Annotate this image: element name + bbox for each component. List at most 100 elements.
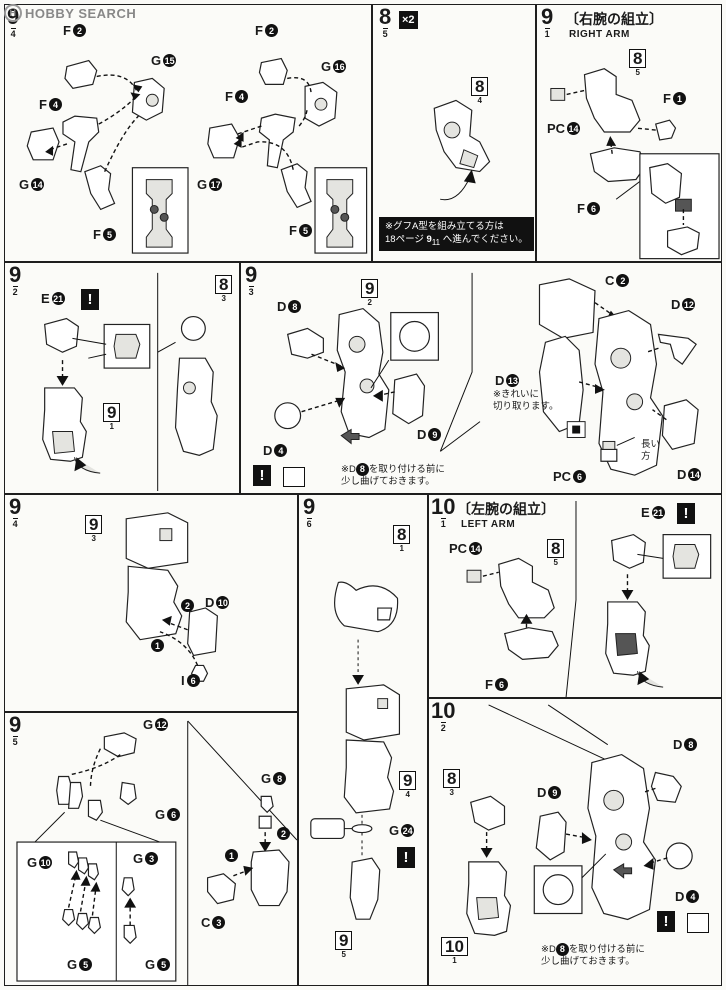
shoulder-assembly-diagram	[26, 57, 368, 254]
step-number: 9 6	[303, 494, 316, 529]
left-arm-diagram	[466, 500, 712, 697]
caution-mark: !	[81, 289, 99, 310]
hobby-search-logo-icon: H	[4, 4, 22, 22]
step-number: 8 5	[379, 4, 392, 39]
watermark: H HOBBY SEARCH	[4, 4, 136, 22]
forearm-armor-diagram	[274, 272, 699, 476]
caution-mark: !	[677, 503, 695, 524]
step-number: 10 1	[431, 494, 456, 529]
left-forearm-diagram	[466, 704, 693, 936]
right-arm-diagram	[550, 68, 720, 260]
step-number: 9 2	[9, 262, 22, 297]
elbow-assembly-diagram	[42, 272, 218, 492]
hand-assembly-diagram	[16, 720, 297, 985]
step-number: 9 1	[541, 4, 554, 39]
bend-icon	[283, 467, 305, 487]
elbow-cover-diagram	[125, 512, 218, 682]
caution-mark: !	[253, 465, 271, 486]
step-title: 〔右腕の組立〕	[565, 11, 663, 27]
step-title-en: RIGHT ARM	[569, 29, 630, 40]
step-title: 〔左腕の組立〕	[457, 501, 555, 517]
order-mark-2: 2	[181, 599, 194, 612]
order-mark-1: 1	[225, 849, 238, 862]
step-title-en: LEFT ARM	[461, 519, 516, 530]
quantity-badge: ×2	[399, 11, 418, 29]
step-number: 9 3	[245, 262, 258, 297]
long-side-note: 長い方	[641, 439, 661, 462]
order-mark-1: 1	[151, 639, 164, 652]
caution-mark: !	[397, 847, 415, 868]
bend-icon	[687, 913, 709, 933]
caution-mark: !	[657, 911, 675, 932]
variant-note: ※グフA型を組み立てる方は 18ページ 911 へ進んでください。	[379, 217, 534, 252]
order-mark-2: 2	[277, 827, 290, 840]
arm-rotate-diagram	[433, 99, 491, 201]
step-number: 10 2	[431, 698, 456, 733]
step-number: 9 4	[9, 494, 22, 529]
step-number: 9 5	[9, 712, 22, 747]
